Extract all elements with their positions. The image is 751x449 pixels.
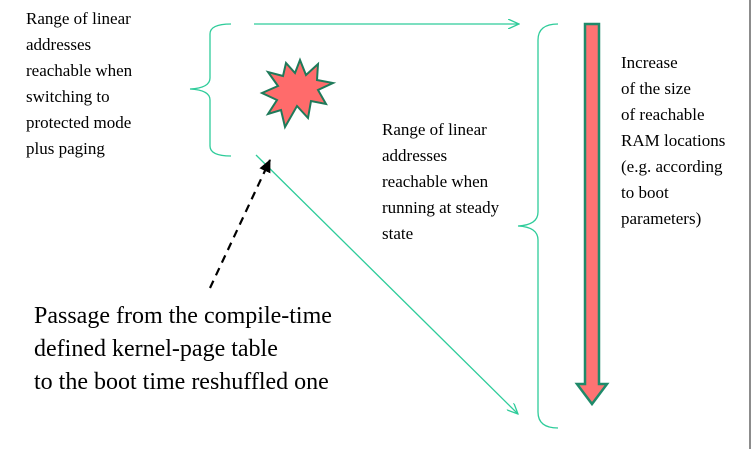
- explosion-burst-icon: [259, 57, 337, 130]
- label-line: (e.g. according: [621, 157, 723, 176]
- steady-state-range-label: Range of linear addresses reachable when…: [382, 117, 499, 247]
- steady-state-range-brace: [517, 23, 559, 429]
- label-line: RAM locations: [621, 131, 726, 150]
- slide-right-edge: [749, 0, 751, 449]
- label-line: to boot: [621, 183, 669, 202]
- down-arrow-icon: [574, 22, 610, 407]
- passage-label: Passage from the compile-time defined ke…: [34, 300, 332, 399]
- label-line: protected mode: [26, 113, 132, 132]
- label-line: of the size: [621, 79, 691, 98]
- passage-dashed-arrow: [209, 159, 271, 289]
- label-line: parameters): [621, 209, 702, 228]
- label-line: state: [382, 224, 414, 243]
- ram-increase-label: Increase of the size of reachable RAM lo…: [621, 50, 725, 232]
- label-line: Passage from the compile-time: [34, 303, 332, 329]
- label-line: running at steady: [382, 198, 500, 217]
- label-line: Range of linear: [382, 120, 487, 139]
- diagonal-mapping-arrow: [255, 154, 518, 414]
- protected-mode-range-label: Range of linear addresses reachable when…: [26, 6, 132, 162]
- label-line: Range of linear: [26, 9, 131, 28]
- label-line: switching to: [26, 87, 110, 106]
- label-line: reachable when: [26, 61, 133, 80]
- label-line: addresses: [26, 35, 92, 54]
- protected-mode-range-brace: [189, 23, 232, 157]
- label-line: reachable when: [382, 172, 489, 191]
- label-line: to the boot time reshuffled one: [34, 369, 329, 395]
- label-line: defined kernel-page table: [34, 336, 278, 362]
- label-line: Increase: [621, 53, 678, 72]
- label-line: addresses: [382, 146, 448, 165]
- label-line: of reachable: [621, 105, 705, 124]
- label-line: plus paging: [26, 139, 105, 158]
